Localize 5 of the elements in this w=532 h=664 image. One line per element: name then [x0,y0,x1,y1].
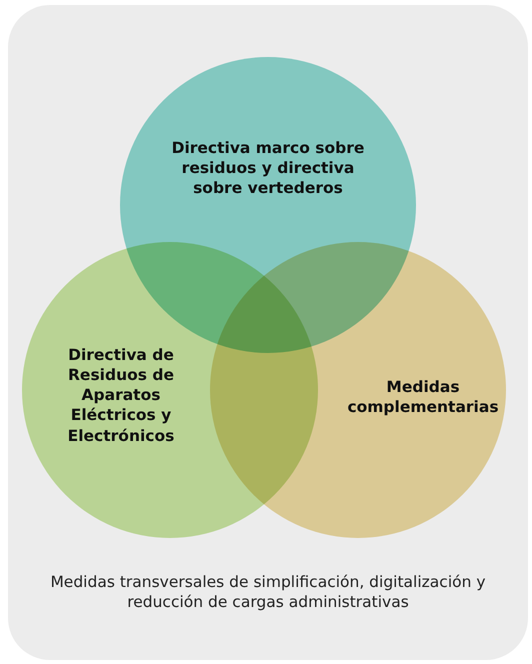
footer-note: Medidas transversales de simplificación, digitalización y reducción de cargas administrativas [49,572,487,612]
circle-label: Medidas complementarias [346,377,500,418]
circle-label: Directiva marco sobre residuos y directiva sobre vertederos [170,138,366,198]
circle-label: Directiva de Residuos de Aparatos Eléctricos y Electrónicos [66,345,176,446]
panel-background [8,5,528,660]
